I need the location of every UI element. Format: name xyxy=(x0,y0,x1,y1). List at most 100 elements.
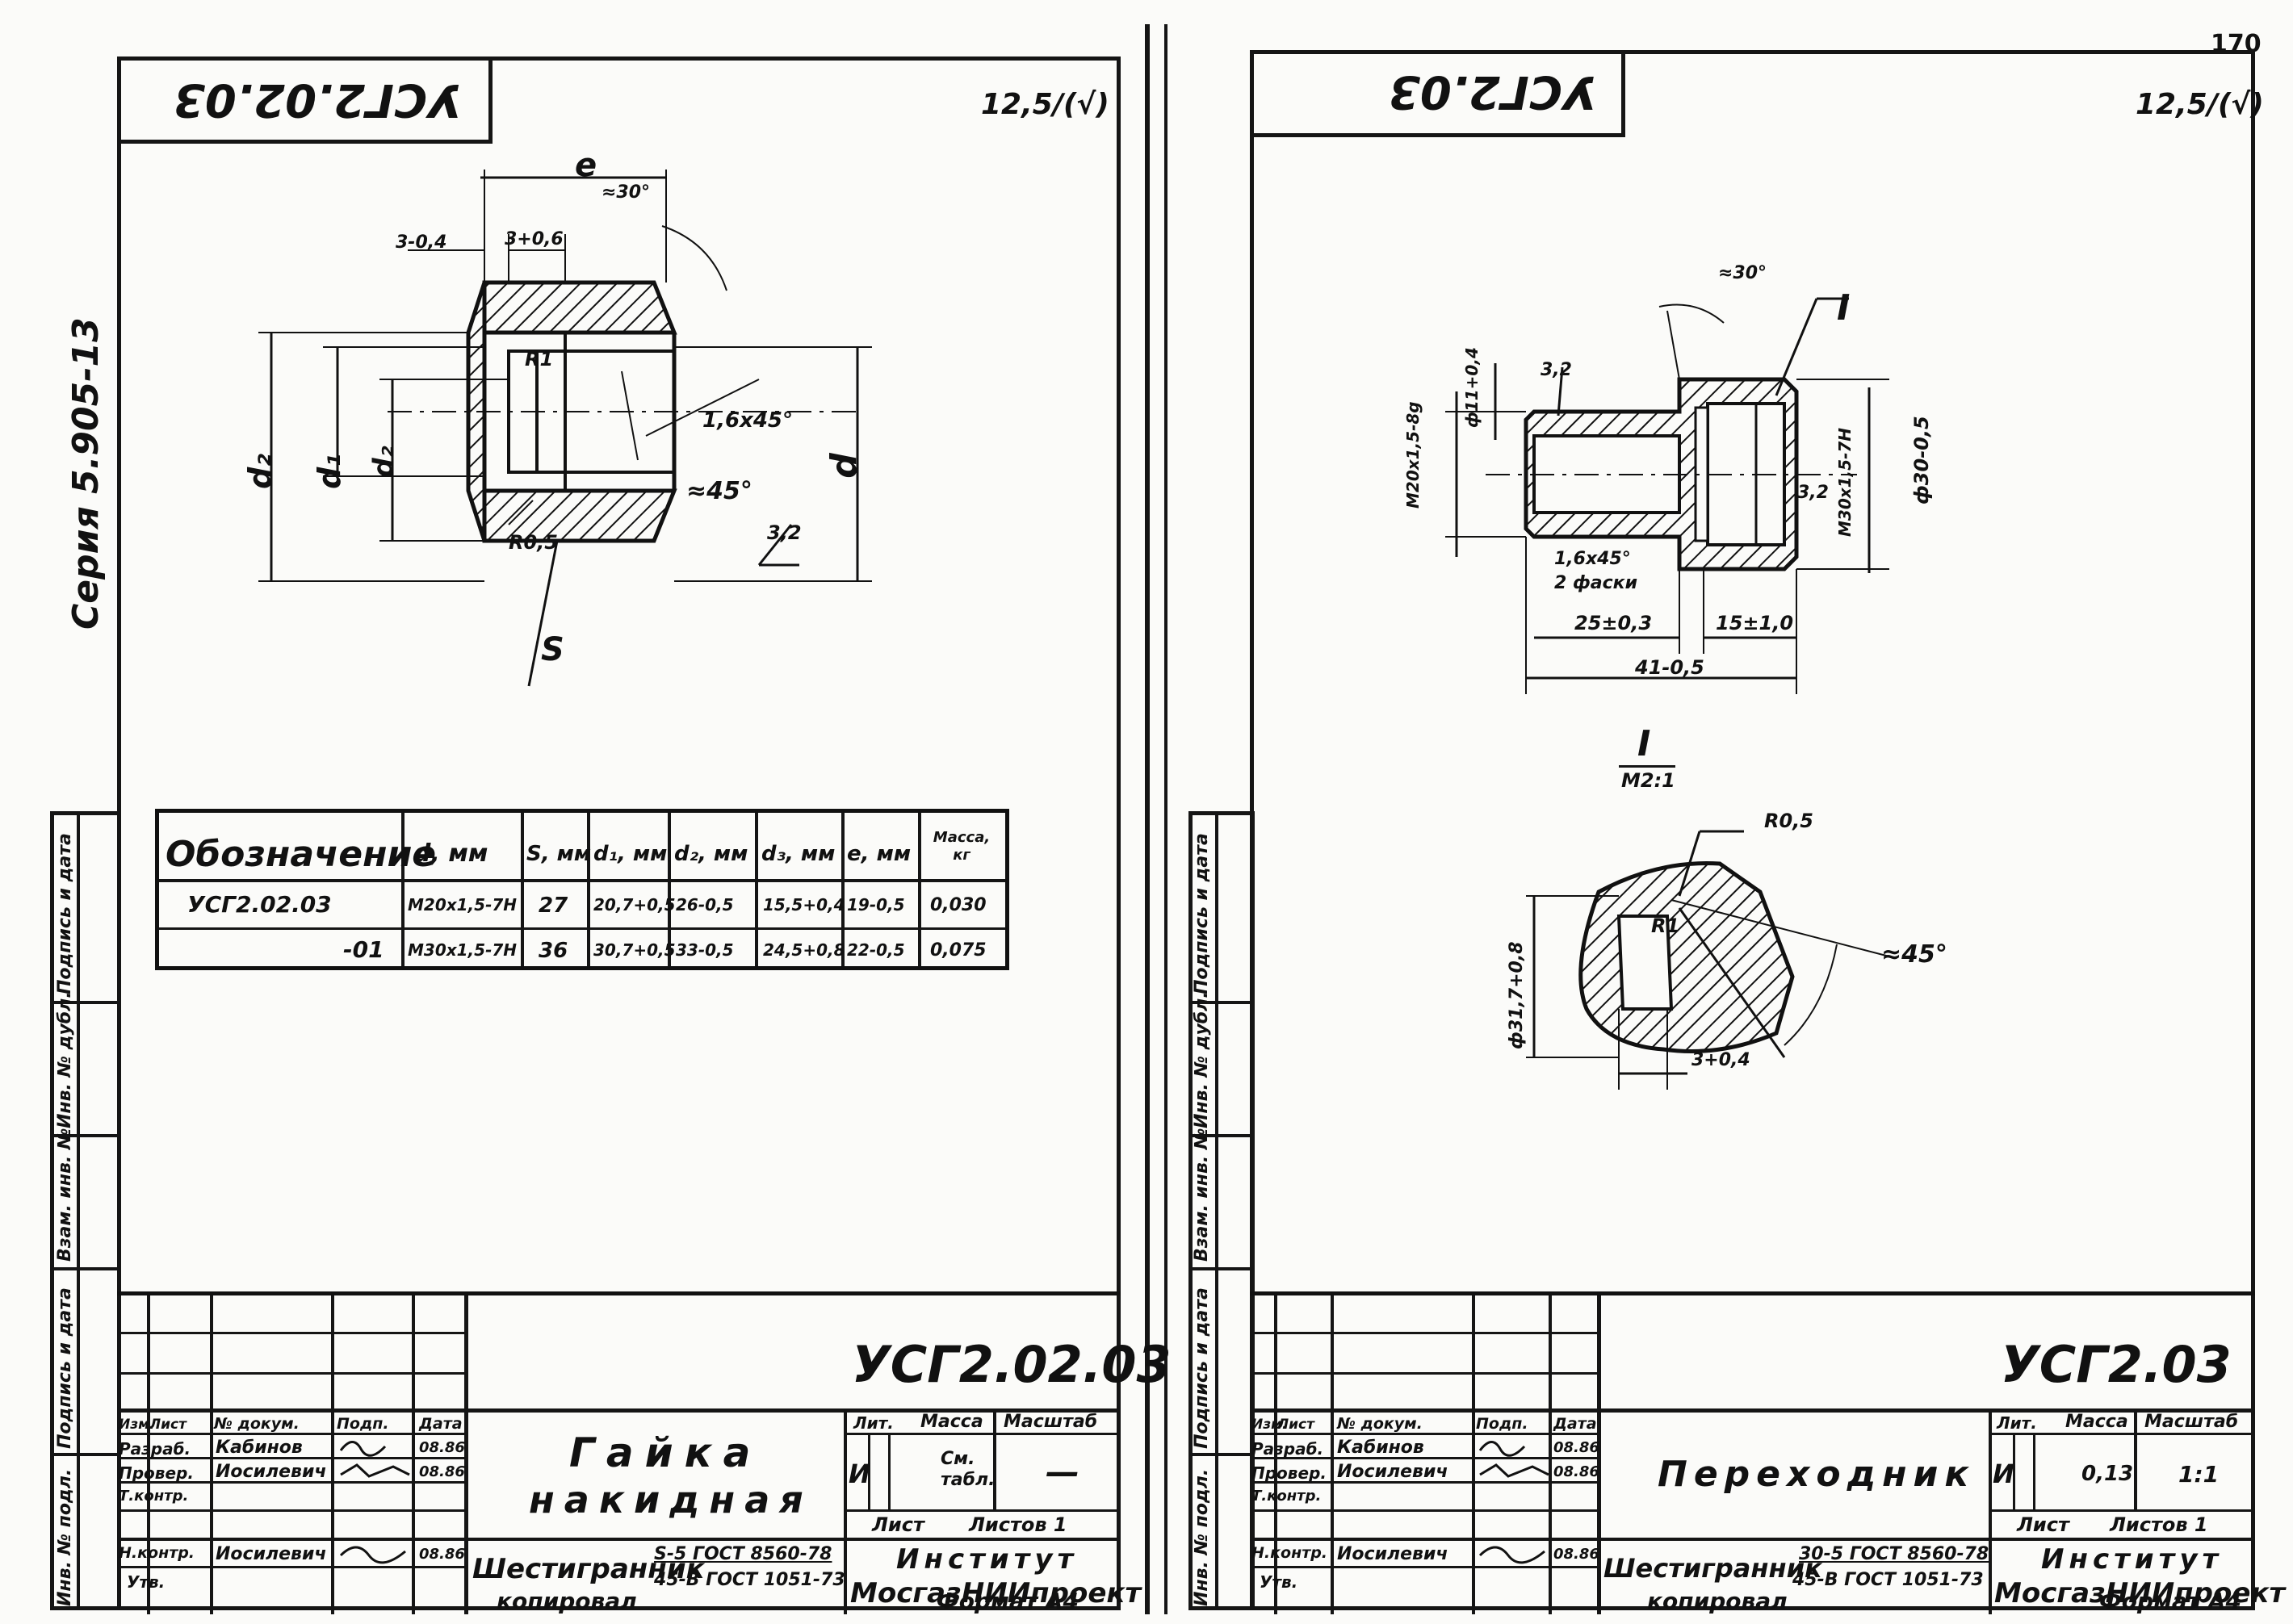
side-strip-divider xyxy=(1215,811,1218,1610)
tb-hline xyxy=(1250,1433,1597,1435)
tb-row: Лист xyxy=(149,1417,187,1433)
table-vline xyxy=(668,813,671,966)
tb-row: Иосилевич xyxy=(216,1544,327,1564)
spec-table: Обозначение d, мм S, мм d₁, мм d₂, мм d₃… xyxy=(155,809,1009,970)
tb-row: Изм. xyxy=(1251,1417,1288,1433)
tb-row: Кабинов xyxy=(216,1438,303,1458)
table-cell: 15,5+0,4 xyxy=(763,895,845,915)
table-cell: УСГ2.02.03 xyxy=(187,891,332,918)
tb-vline xyxy=(412,1295,415,1614)
tb-vline xyxy=(147,1295,150,1614)
dim-r05: R0,5 xyxy=(509,531,558,554)
tb-vline xyxy=(2134,1408,2137,1509)
table-cell: 26-0,5 xyxy=(676,895,734,915)
title-block-left: УСГ2.02.03 Гайка накидная Лит. Масса Мас… xyxy=(117,1291,1172,1614)
tb-row: Лист xyxy=(1277,1417,1314,1433)
tb-hline xyxy=(117,1457,464,1459)
copied-by: копировал xyxy=(497,1588,637,1614)
signatures-left xyxy=(339,1441,410,1564)
tb-row: Иосилевич xyxy=(1337,1462,1448,1482)
tb-row: Провер. xyxy=(1251,1463,1327,1483)
tb-lit-h: Лит. xyxy=(853,1413,894,1433)
dim-roughness: 3,2 xyxy=(1541,360,1572,380)
table-cell: 33-0,5 xyxy=(676,940,734,960)
tb-hline xyxy=(844,1509,1121,1512)
tb-mass-val: 0,13 xyxy=(2081,1462,2134,1486)
table-header: d₂, мм xyxy=(674,842,748,866)
tb-lit-val: И xyxy=(849,1459,870,1489)
detail-r1: R1 xyxy=(1651,915,1680,937)
side-strip-right xyxy=(1188,811,1255,1610)
tb-hline xyxy=(117,1372,464,1375)
tb-vline xyxy=(868,1433,870,1509)
table-vline xyxy=(918,813,921,966)
tb-mass-val: См. табл. xyxy=(941,1449,996,1491)
tb-hline xyxy=(1250,1408,2255,1413)
tb-name-2: накидная xyxy=(529,1478,813,1521)
top-stamp-code: УСГ2.02.03 xyxy=(174,73,463,126)
tb-row: Утв. xyxy=(127,1572,166,1592)
tb-material-top: S-5 ГОСТ 8560-78 xyxy=(654,1544,832,1564)
table-cell: 36 xyxy=(539,939,568,963)
tb-row: Дата xyxy=(419,1415,463,1433)
sheet-divider xyxy=(1145,24,1150,1614)
signatures-right xyxy=(1478,1441,1549,1564)
side-label: Взам. инв. № xyxy=(1192,1128,1212,1262)
table-header: d, мм xyxy=(413,839,488,868)
tb-hline xyxy=(117,1332,464,1334)
tb-org-2: МосгазНИИпроект xyxy=(850,1577,1142,1609)
table-cell: 20,7+0,5 xyxy=(593,895,676,915)
table-vline xyxy=(587,813,590,966)
tb-row: Дата xyxy=(1553,1415,1597,1433)
table-cell: 24,5+0,8 xyxy=(763,940,845,960)
tb-name-1: Гайка xyxy=(569,1429,762,1476)
dim-s: S xyxy=(541,631,564,668)
side-strip-sep xyxy=(1188,1134,1255,1137)
tb-vline xyxy=(1274,1295,1277,1614)
tb-hline xyxy=(844,1433,1121,1435)
table-cell: 22-0,5 xyxy=(847,940,905,960)
tb-row: Т.контр. xyxy=(1251,1488,1322,1505)
tb-row: Иосилевич xyxy=(1337,1544,1448,1564)
tb-vline xyxy=(1331,1295,1334,1614)
dim-d: d xyxy=(823,453,865,479)
tb-row: Кабинов xyxy=(1337,1438,1424,1458)
tb-row: 08.86 xyxy=(419,1546,465,1563)
dim-angle30: ≈30° xyxy=(602,182,651,203)
dim-chamfer1: 1,6x45° xyxy=(1554,549,1631,569)
table-vline xyxy=(401,813,405,966)
dim-d2: d₂ xyxy=(241,454,278,489)
tb-mass-h: Масса xyxy=(920,1412,983,1432)
tb-hline xyxy=(1250,1481,1597,1484)
table-header: Масса, кг xyxy=(933,829,991,864)
tb-code: УСГ2.03 xyxy=(2001,1335,2232,1394)
detail-d317: ф31,7+0,8 xyxy=(1507,941,1527,1049)
tb-hline xyxy=(1250,1457,1597,1459)
dim-l25: 25±0,3 xyxy=(1574,612,1653,634)
dim-d11: ф11+0,4 xyxy=(1462,347,1482,428)
dim-d3: d₂ xyxy=(367,446,400,478)
table-header: S, мм xyxy=(526,842,592,866)
tb-row: Провер. xyxy=(119,1463,194,1483)
sheet-divider-2 xyxy=(1164,24,1167,1614)
tb-org-2: МосгазНИИпроект xyxy=(1994,1577,2286,1609)
dim-m20: М20x1,5-8g xyxy=(1403,401,1423,509)
dim-approx45: ≈45° xyxy=(686,477,752,505)
tb-hline xyxy=(1250,1566,1597,1568)
tb-hline xyxy=(117,1433,464,1435)
tb-scale-val: 1:1 xyxy=(2178,1461,2220,1488)
dim-l15: 15±1,0 xyxy=(1716,612,1794,634)
tb-vline xyxy=(1472,1295,1475,1614)
tb-material-word: Шестигранник xyxy=(1603,1553,1822,1584)
dim-3a: 3-0,4 xyxy=(396,232,447,253)
side-label: Подпись и дата xyxy=(55,1287,75,1449)
dim-chamfer2: 2 фаски xyxy=(1554,573,1638,593)
side-strip-sep xyxy=(50,1267,121,1270)
tb-row: 08.86 xyxy=(419,1439,465,1456)
side-strip-sep xyxy=(1188,1453,1255,1456)
tb-vline xyxy=(331,1295,334,1614)
table-hline xyxy=(159,879,1005,882)
tb-row: Разраб. xyxy=(119,1439,191,1459)
side-strip-left xyxy=(50,811,121,1610)
tb-material-top: 30-5 ГОСТ 8560-78 xyxy=(1799,1544,1989,1564)
